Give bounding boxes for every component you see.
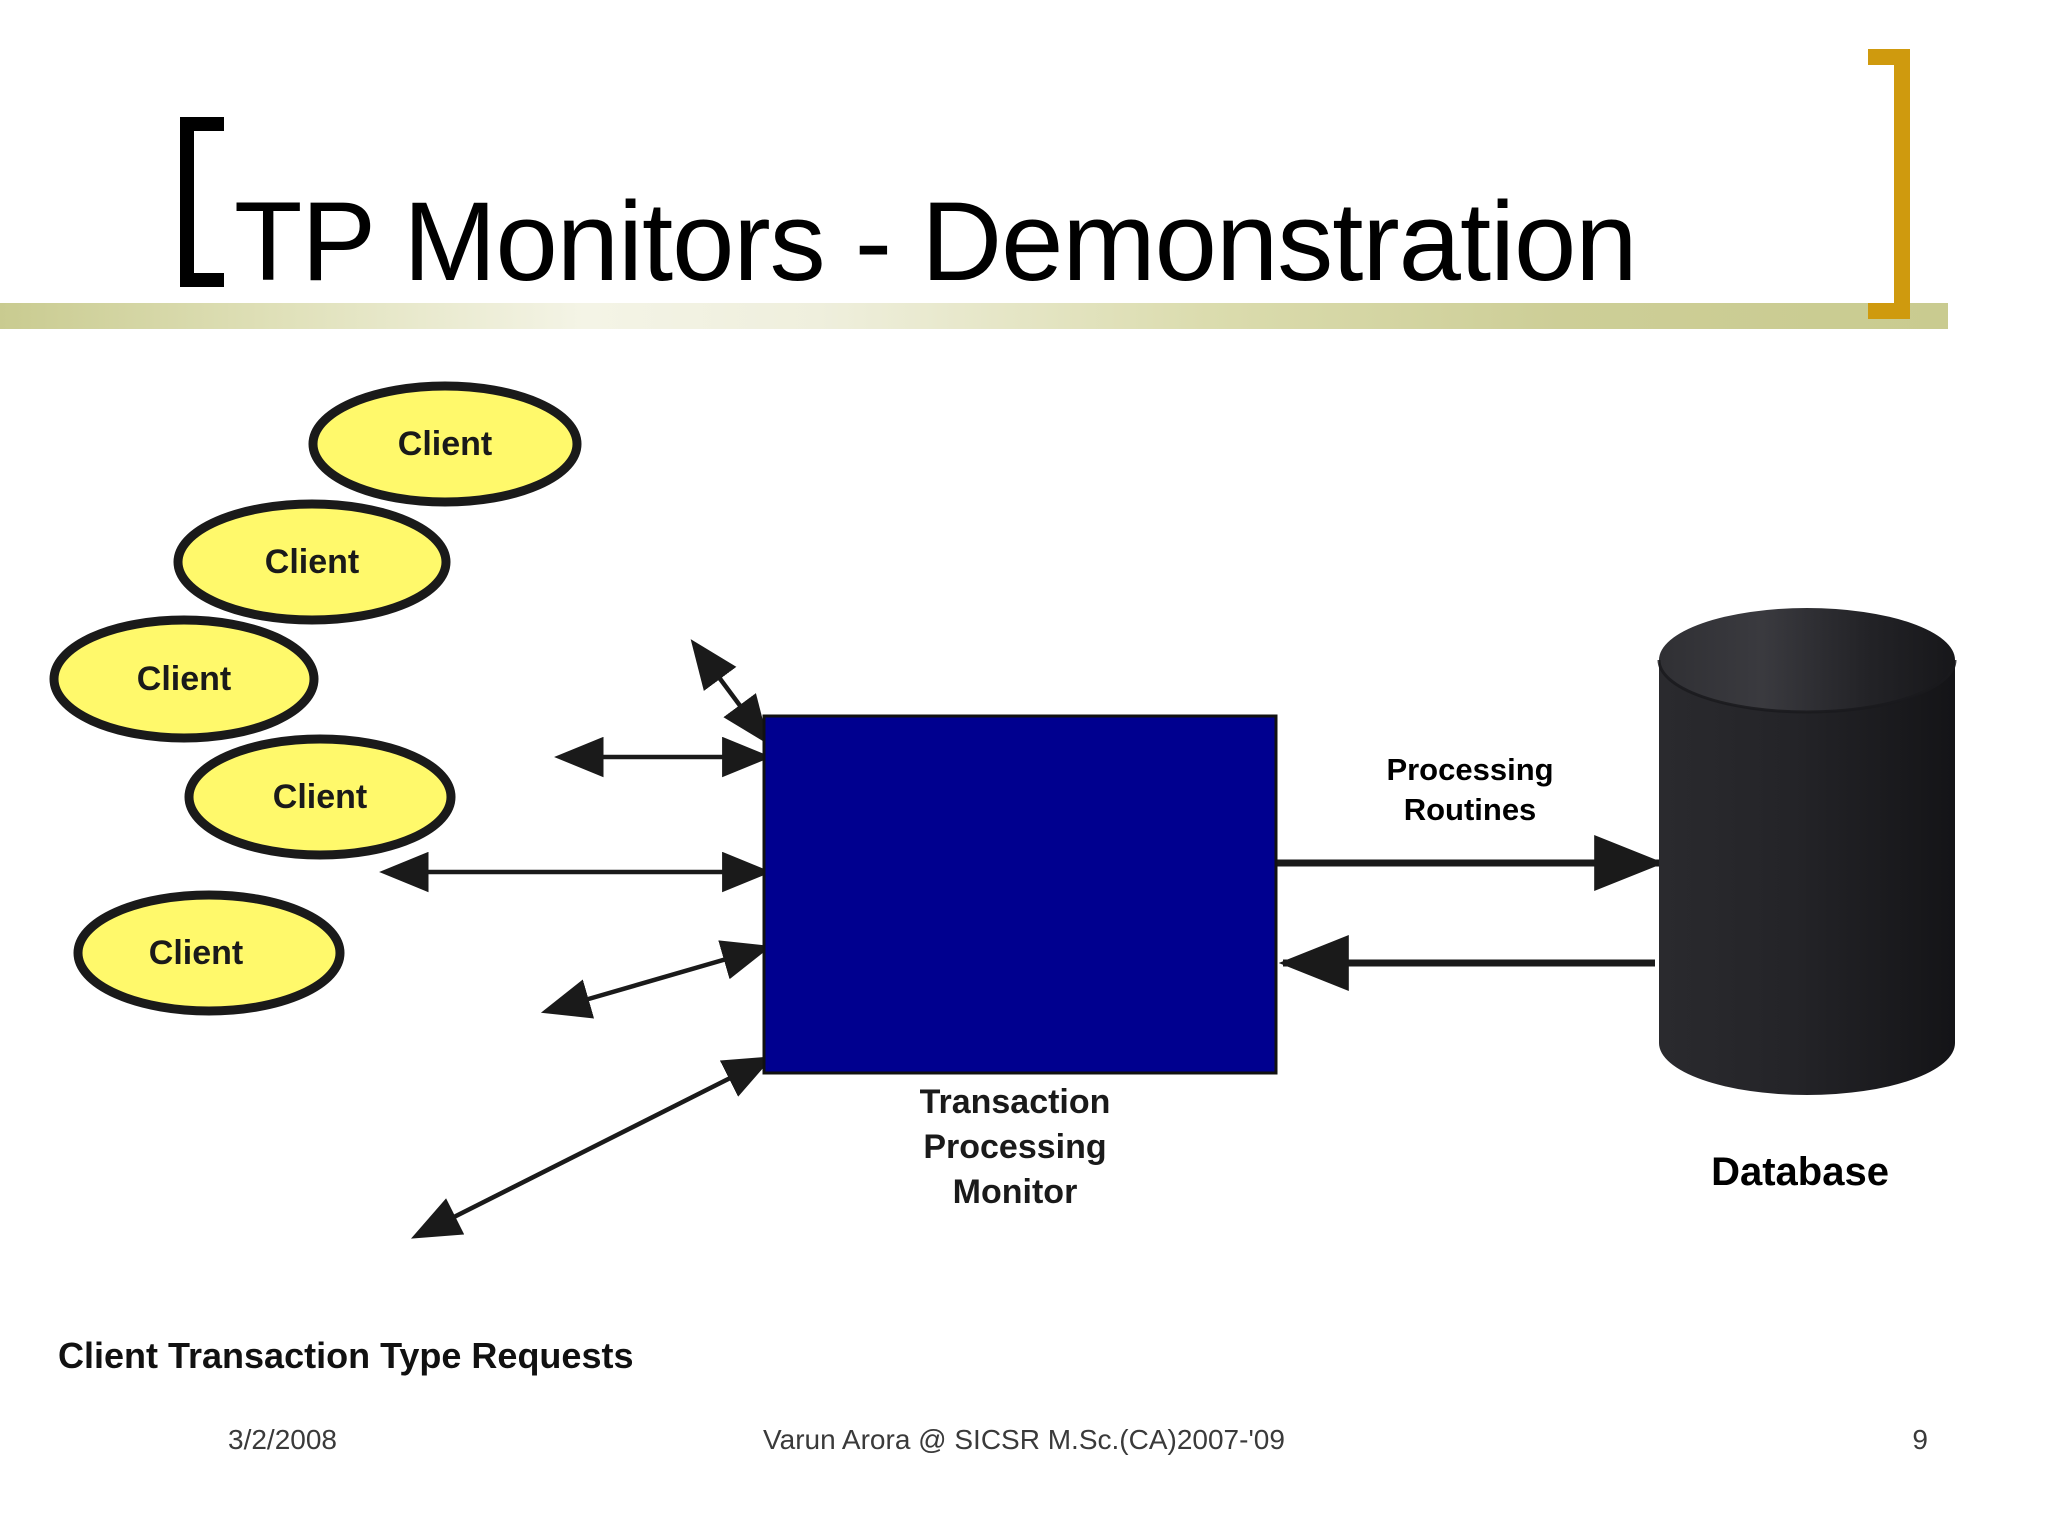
client-oval-2-label: Client <box>264 543 360 581</box>
processing-routines-label: Processing Routines <box>1320 750 1620 829</box>
client-oval-1-label: Client <box>397 425 493 463</box>
slide-header: TP Monitors - Demonstration <box>0 0 2048 340</box>
client-oval-5 <box>73 890 345 1016</box>
database-label: Database <box>1711 1150 1889 1194</box>
client-oval-3-label: Client <box>136 660 232 698</box>
processing-routines-line1: Processing <box>1386 752 1554 787</box>
slide-footer: 3/2/2008 Varun Arora @ SICSR M.Sc.(CA)20… <box>0 1424 2048 1464</box>
client-oval-4 <box>184 734 456 860</box>
tpm-label-line1: Transaction <box>919 1083 1111 1121</box>
client-oval-2 <box>173 499 451 625</box>
arrow-client4-tpm <box>540 940 772 1019</box>
client-requests-caption: Client Transaction Type Requests <box>58 1335 634 1376</box>
footer-attribution: Varun Arora @ SICSR M.Sc.(CA)2007-'09 <box>763 1424 1285 1455</box>
title-underline-band <box>0 303 1948 329</box>
arrow-client1-tpm <box>690 639 770 745</box>
tpm-label-line2: Processing <box>923 1127 1107 1166</box>
processing-routines-line2: Routines <box>1403 791 1537 827</box>
footer-page-number: 9 <box>1912 1424 1928 1455</box>
left-bracket-decoration <box>180 117 224 287</box>
client-oval-5-label: Client <box>148 934 244 972</box>
client-oval-4-label: Client <box>272 778 368 816</box>
transaction-processing-monitor-label: Transaction Processing Monitor <box>850 1080 1180 1215</box>
footer-date: 3/2/2008 <box>228 1424 337 1455</box>
database-cylinder <box>1657 608 1957 1095</box>
tpm-label-line3: Monitor <box>952 1172 1078 1211</box>
right-bracket-decoration <box>1868 49 1910 319</box>
page-title: TP Monitors - Demonstration <box>234 179 1638 304</box>
transaction-processing-monitor-box <box>762 714 1278 1075</box>
client-oval-3 <box>49 615 319 743</box>
arrow-client5-tpm <box>410 1055 774 1239</box>
client-oval-1 <box>308 381 582 507</box>
